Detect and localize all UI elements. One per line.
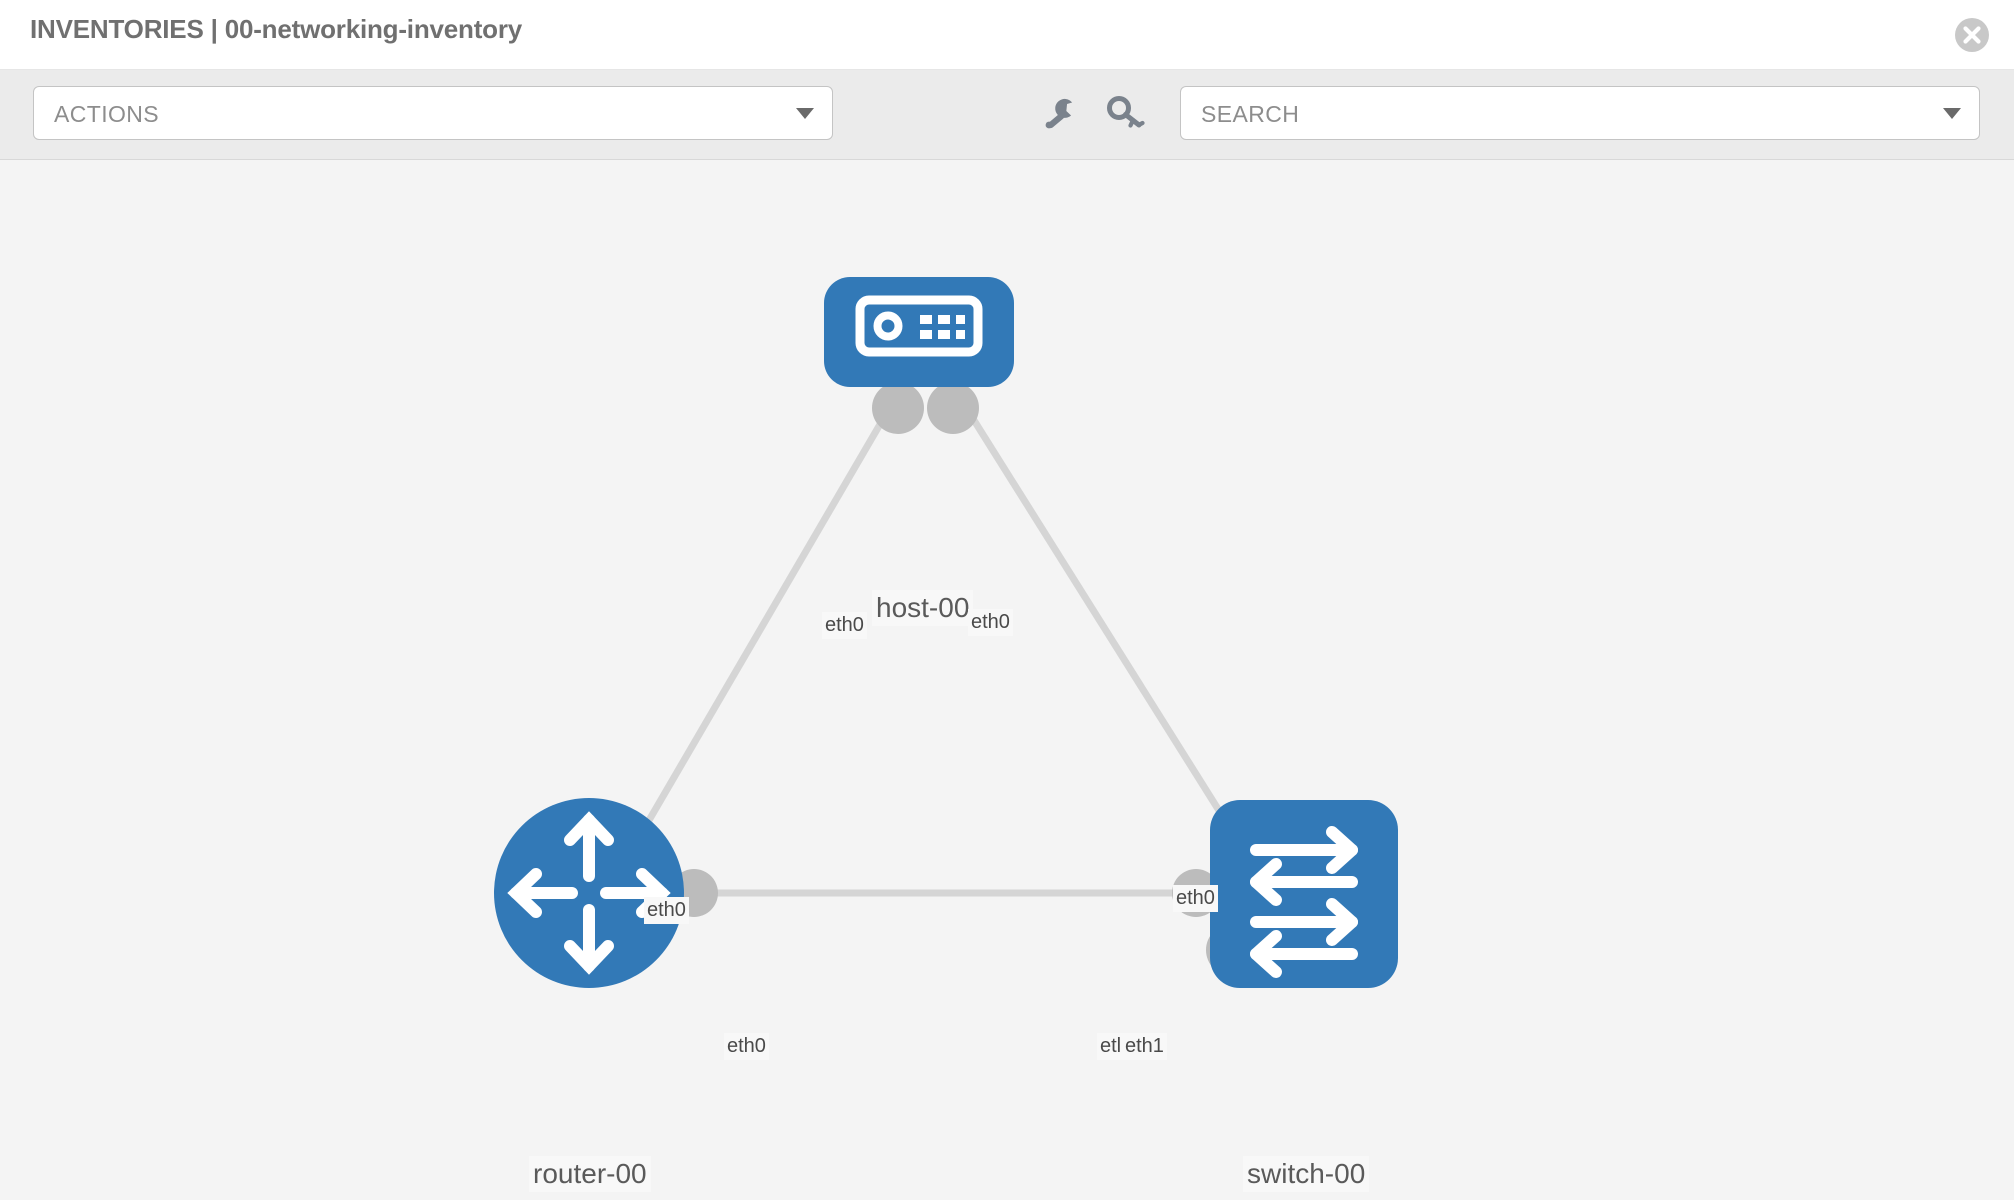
interface-label-router-up: eth0 <box>644 897 689 924</box>
interface-label-host-left: eth0 <box>822 612 867 639</box>
topology-links <box>616 388 1253 897</box>
chevron-down-icon <box>1943 108 1961 119</box>
topology-canvas[interactable]: host-00 router-00 switch-00 eth0 eth0 et… <box>0 160 2014 1200</box>
actions-dropdown[interactable]: ACTIONS <box>33 86 833 140</box>
node-host-00 <box>824 277 1014 387</box>
interface-label-host-right: eth0 <box>968 609 1013 636</box>
page-header: INVENTORIES | 00-networking-inventory <box>0 0 2014 70</box>
switch-arrows-icon <box>1250 826 1358 978</box>
interface-label-switch-left: eth1 <box>1122 1033 1167 1060</box>
topology-ports <box>670 382 1258 976</box>
node-switch-00 <box>1210 800 1398 988</box>
link-host-router <box>616 388 904 872</box>
key-icon[interactable] <box>1105 92 1147 134</box>
node-router-00 <box>494 798 684 988</box>
node-label-host-00[interactable]: host-00 <box>872 590 974 626</box>
node-label-router-00[interactable]: router-00 <box>529 1156 651 1192</box>
toolbar: ACTIONS SEARCH <box>0 70 2014 160</box>
search-placeholder: SEARCH <box>1201 101 1300 127</box>
port-host-eth0-right <box>927 382 979 434</box>
node-router-00-shape <box>494 798 684 988</box>
page-title: INVENTORIES | 00-networking-inventory <box>30 14 523 44</box>
wrench-icon[interactable] <box>1040 92 1082 134</box>
link-host-switch <box>952 388 1253 862</box>
interface-label-router-right: eth0 <box>724 1033 769 1060</box>
port-host-eth0-left <box>872 382 924 434</box>
search-input[interactable]: SEARCH <box>1180 86 1980 140</box>
interface-label-switch-up: eth0 <box>1173 885 1218 912</box>
chevron-down-icon <box>796 108 814 119</box>
node-label-switch-00[interactable]: switch-00 <box>1243 1156 1370 1192</box>
node-host-00-shape <box>824 277 1014 387</box>
server-icon <box>855 295 983 357</box>
interface-label-switch-left-overlap: etl <box>1097 1033 1125 1060</box>
actions-dropdown-label: ACTIONS <box>54 101 160 127</box>
topology-graph <box>494 277 1398 988</box>
close-icon[interactable] <box>1953 16 1991 54</box>
